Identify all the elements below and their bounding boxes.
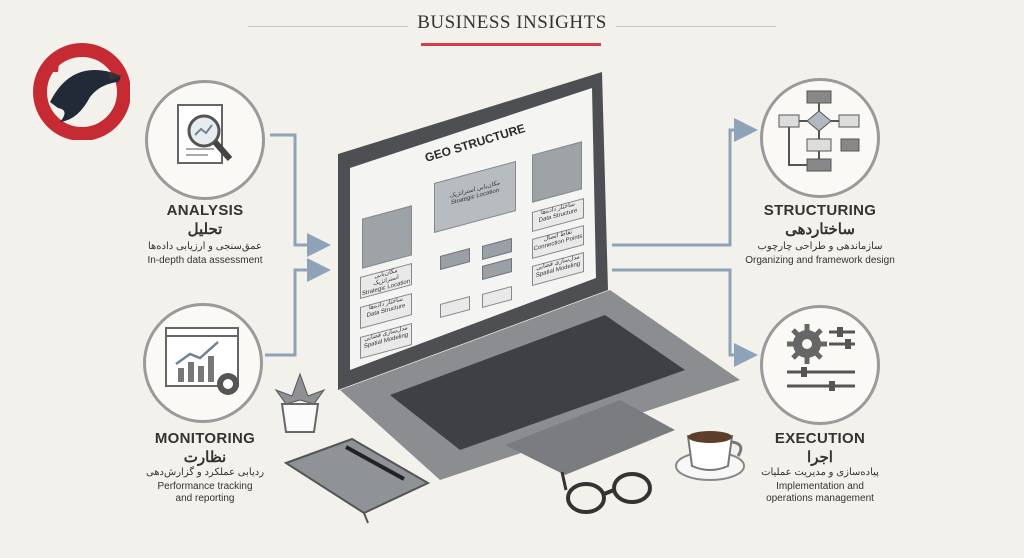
structuring-circle: [760, 78, 880, 198]
glasses-icon: [560, 471, 652, 514]
monitoring-circle: [143, 303, 263, 423]
monitoring-title-fa: نظارت: [183, 449, 227, 466]
analysis-sub-fa: عمق‌سنجی و ارزیابی داده‌ها: [147, 241, 263, 252]
performance-chart-icon: [165, 327, 239, 395]
structuring-sub-fa: سازماندهی و طراحی چارچوب: [757, 241, 883, 252]
execution-sub-fa: پیاده‌سازی و مدیریت عملیات: [761, 467, 879, 478]
execution-title: EXECUTION: [774, 430, 866, 447]
analysis-circle: [145, 80, 265, 200]
raven-logo-icon: [30, 42, 131, 141]
plant-pot-icon: [274, 372, 326, 433]
page-title: BUSINESS INSIGHTS: [417, 12, 607, 33]
monitoring-sub-fa: ردیابی عملکرد و گزارش‌دهی: [145, 467, 265, 478]
analysis-sub-en: In-depth data assessment: [147, 255, 263, 266]
title-rule-right: [616, 26, 776, 27]
analysis-title: ANALYSIS: [166, 202, 244, 219]
laptop-base: [340, 290, 740, 480]
gear-sliders-icon: [787, 324, 855, 391]
structuring-sub-en: Organizing and framework design: [745, 255, 895, 266]
title-underline: [421, 43, 601, 46]
flowchart-icon: [778, 90, 860, 172]
monitoring-sub-en-1: Performance tracking: [157, 481, 253, 492]
monitoring-title: MONITORING: [154, 430, 256, 447]
execution-circle: [760, 305, 880, 425]
structuring-title-fa: ساختاردهی: [785, 221, 855, 238]
coffee-cup-icon: [675, 431, 745, 481]
magnifier-report-icon: [177, 104, 233, 164]
structuring-title: STRUCTURING: [763, 202, 877, 219]
monitoring-sub-en-2: and reporting: [175, 493, 235, 504]
analysis-title-fa: تحلیل: [187, 221, 223, 238]
execution-title-fa: اجرا: [807, 449, 833, 466]
execution-sub-en-1: Implementation and: [776, 481, 864, 492]
notebook-pen-icon: [283, 437, 431, 524]
execution-sub-en-2: operations management: [766, 493, 874, 504]
title-rule-left: [248, 26, 408, 27]
